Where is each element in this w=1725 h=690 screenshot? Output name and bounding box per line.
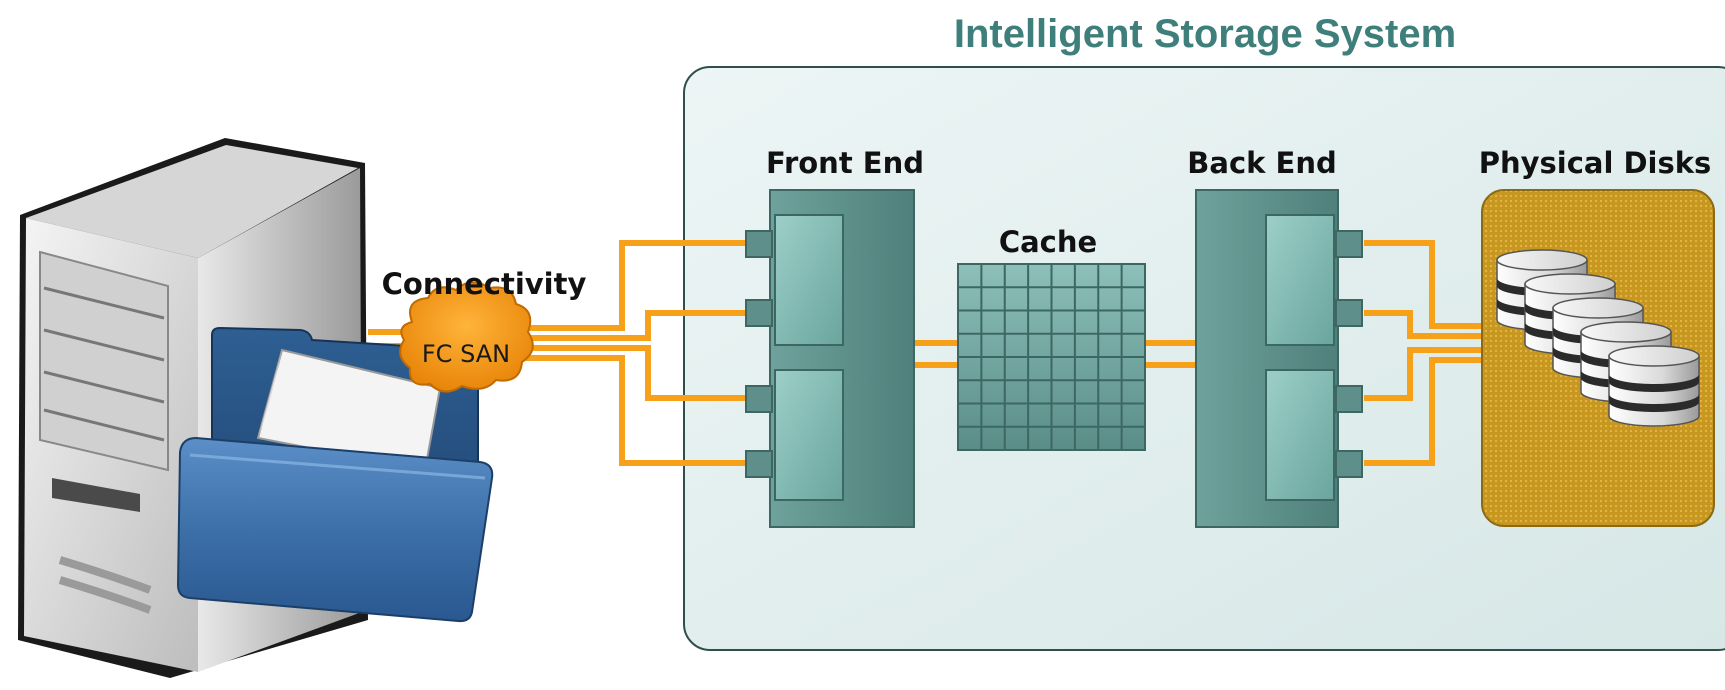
front-end-controller [745,189,915,528]
front-end-port [745,230,773,258]
connectivity-label: Connectivity [382,267,587,301]
folder-document-icon [176,326,494,623]
physical-disks-label: Physical Disks [1479,146,1712,180]
fc-san-label: FC SAN [422,340,510,368]
server-tower-icon [18,138,368,678]
back-end-controller [1195,189,1363,528]
back-end-port [1335,230,1363,258]
back-end-port [1335,450,1363,478]
disk-cylinder [1608,345,1700,427]
cache-label: Cache [999,225,1097,259]
front-end-label: Front End [766,146,924,180]
front-end-port [745,385,773,413]
back-end-port [1335,385,1363,413]
cloud-icon [399,281,534,393]
front-end-port [745,299,773,327]
front-end-module-bottom [774,369,844,501]
back-end-module-top [1265,214,1335,346]
cache-grid [957,263,1146,451]
front-end-port [745,450,773,478]
disk-stack-icon [1496,249,1700,427]
front-end-module-top [774,214,844,346]
back-end-module-bottom [1265,369,1335,501]
diagram-title: Intelligent Storage System [954,12,1456,56]
back-end-label: Back End [1187,146,1336,180]
back-end-port [1335,299,1363,327]
